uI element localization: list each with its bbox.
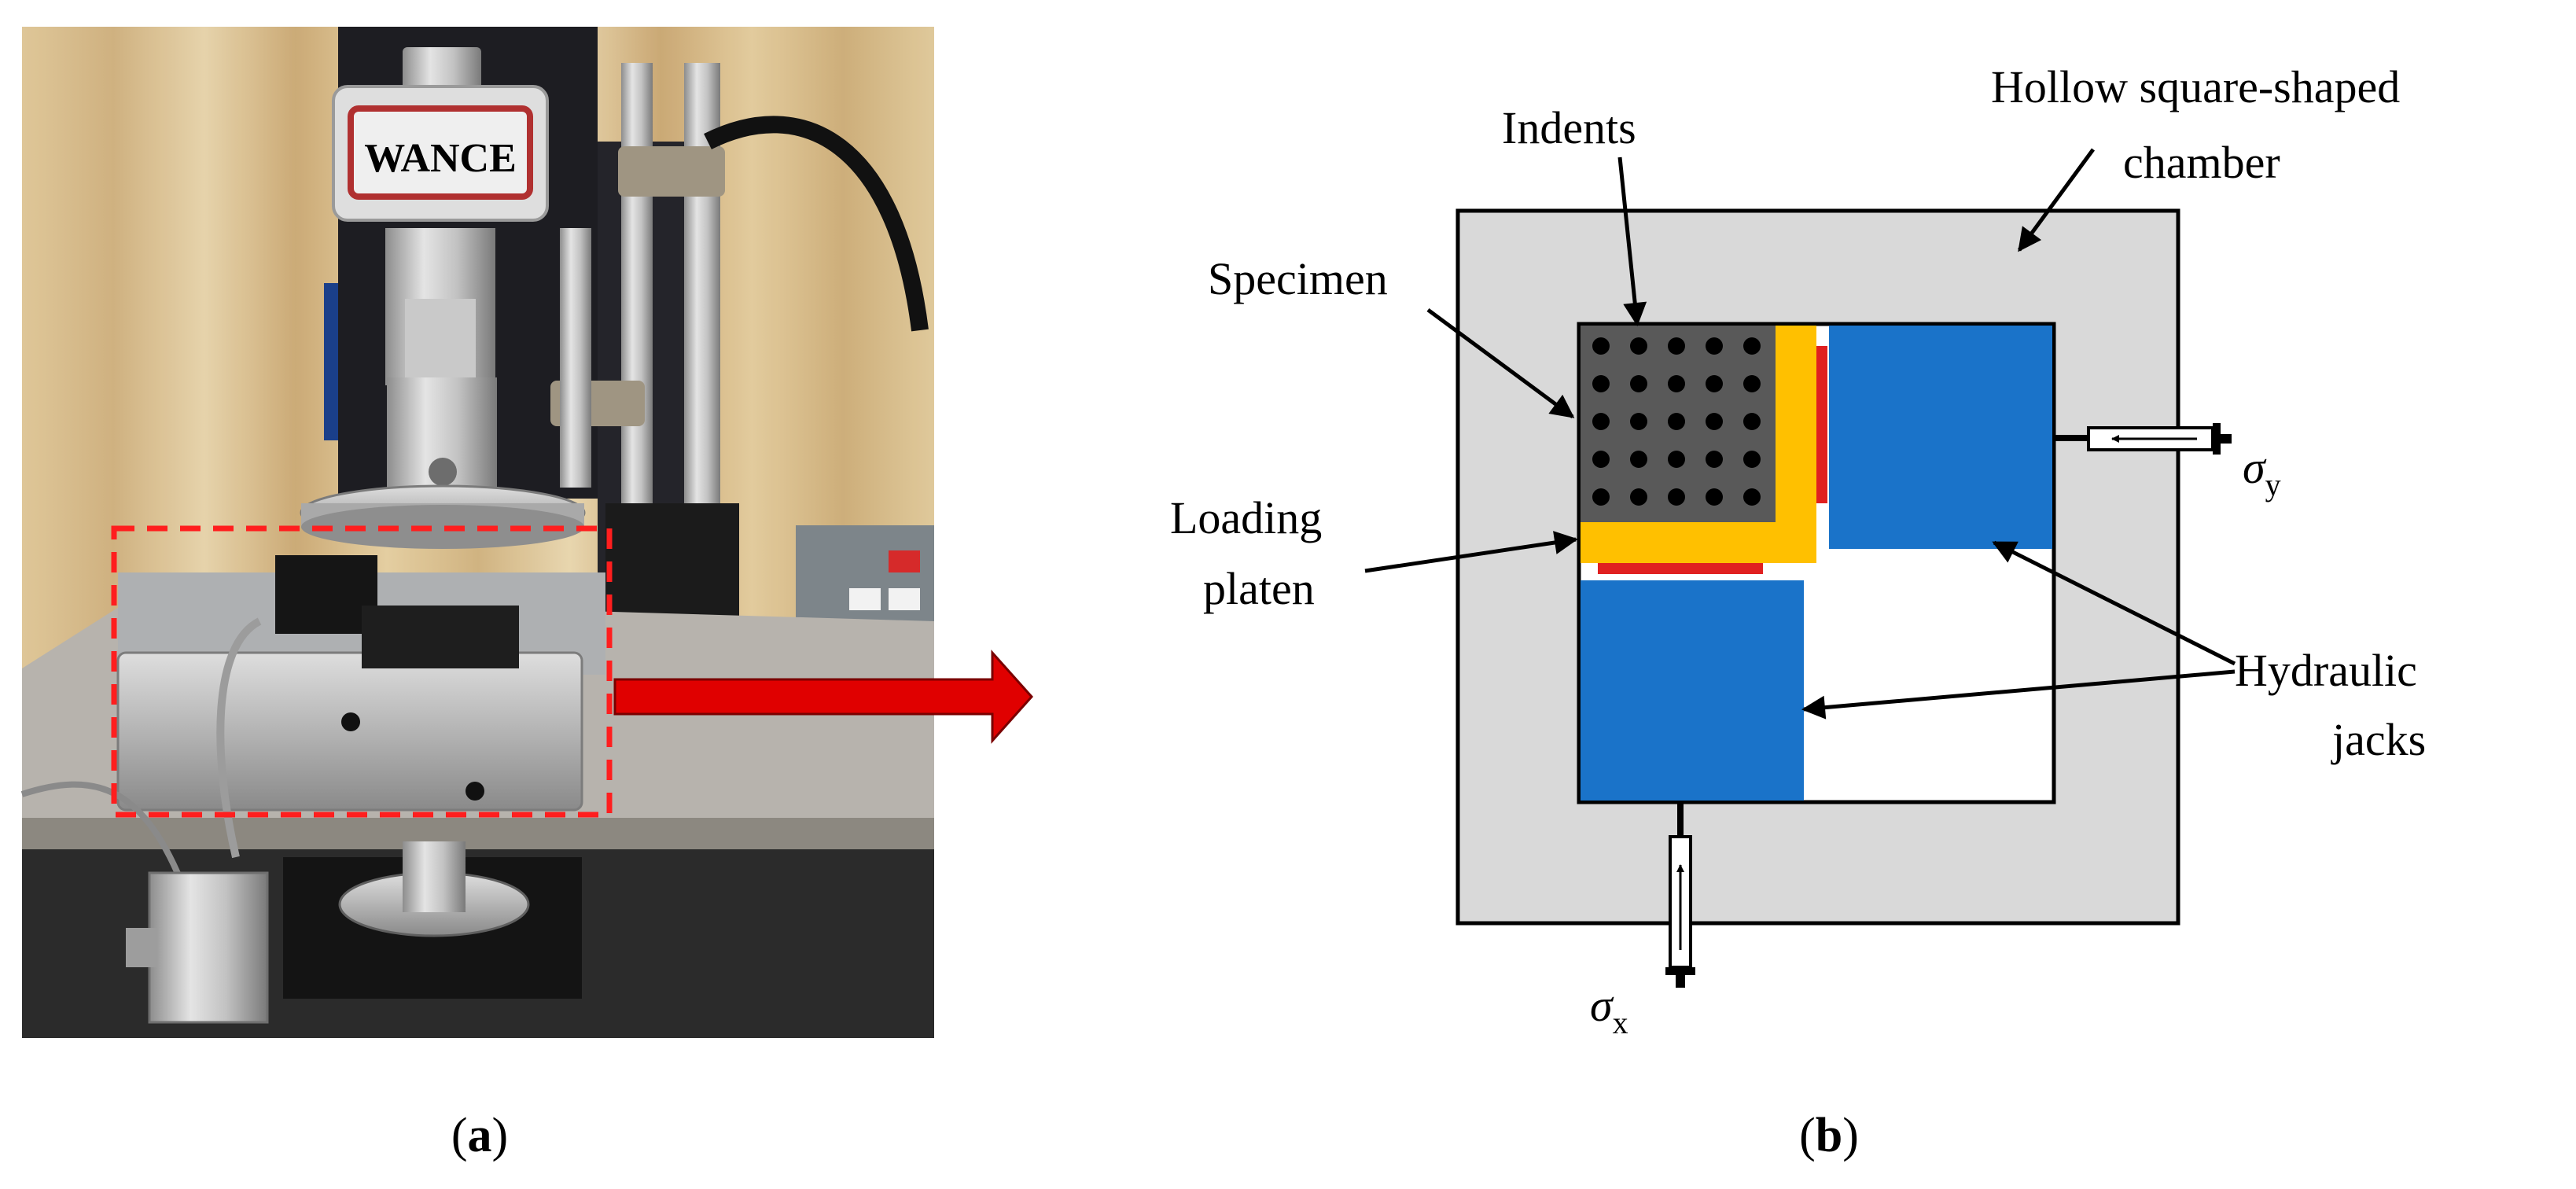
indent-dot (1668, 451, 1685, 468)
indent-dot (1706, 488, 1723, 506)
indent-dot (1630, 451, 1647, 468)
indent-dot (1592, 451, 1610, 468)
indent-dot (1706, 337, 1723, 355)
brand-plate-inner (348, 105, 533, 200)
label-sigma-y: σy (2243, 442, 2281, 502)
indent-dot (1630, 337, 1647, 355)
pressure-fitting-nut (126, 928, 157, 967)
label-loading-line1: Loading (1170, 492, 1322, 543)
rod-clamp-top (618, 146, 725, 197)
caption-b-letter: b (1816, 1109, 1842, 1162)
panel-a-photo: WANCE (20, 27, 934, 1038)
indent-dot (1743, 413, 1761, 430)
sigma-x-stem (1677, 802, 1684, 837)
lower-column (403, 841, 466, 912)
indent-dot (1630, 375, 1647, 392)
sigma-y-stem (2054, 435, 2088, 441)
indent-dot (1743, 451, 1761, 468)
label-chamber-line1: Hollow square-shaped (1991, 61, 2400, 112)
caption-a: (a) (451, 1109, 508, 1162)
transfer-arrow-red (613, 650, 1034, 744)
label-specimen: Specimen (1208, 253, 1388, 304)
indent-dot (1592, 488, 1610, 506)
label-indents: Indents (1502, 102, 1636, 153)
specimen-leader (1426, 307, 1575, 419)
indent-dot (1743, 337, 1761, 355)
caption-a-letter: a (468, 1109, 492, 1162)
sigma-x-tip (1676, 975, 1685, 988)
ram-neck (405, 299, 476, 385)
indent-dot (1743, 488, 1761, 506)
indents-leader (1617, 156, 1647, 326)
sigma-x-port (1665, 802, 1695, 988)
indent-dot (1592, 375, 1610, 392)
specimen-holder-black (275, 555, 377, 634)
indent-dot (1630, 488, 1647, 506)
indent-dot (1630, 413, 1647, 430)
loading-platen-right (1776, 326, 1816, 522)
loading-platen-leader (1364, 531, 1578, 573)
indent-dot (1668, 337, 1685, 355)
indent-dot (1743, 375, 1761, 392)
sensor-rod (560, 228, 591, 488)
ram-bolt (429, 458, 457, 486)
control-key-red (889, 550, 920, 572)
indent-dot (1706, 413, 1723, 430)
chamber-leader (2017, 148, 2096, 252)
contact-strip-horizontal (1598, 563, 1763, 574)
label-chamber-line2: chamber (2123, 137, 2280, 188)
indent-dot (1668, 375, 1685, 392)
indent-dot (1706, 451, 1723, 468)
specimen-plate-black (362, 606, 519, 668)
label-loading-line2: platen (1203, 563, 1315, 614)
highlight-dashed-box (111, 525, 613, 818)
apparatus-bolt-1 (341, 712, 360, 731)
load-cell-top (403, 47, 481, 94)
panel-b-schematic: Indents Hollow square-shaped chamber Spe… (1170, 61, 2426, 1040)
contact-strip-vertical (1816, 346, 1827, 503)
specimen-indents (1592, 337, 1761, 506)
indent-dot (1668, 413, 1685, 430)
sigma-y-tip (2221, 434, 2232, 444)
indent-dot (1592, 337, 1610, 355)
sigma-y-subscript: y (2265, 467, 2281, 502)
apparatus-box (116, 651, 583, 812)
sigma-y-cap (2213, 423, 2221, 455)
indent-dot (1668, 488, 1685, 506)
guide-rod-1 (621, 63, 653, 550)
label-sigma-x: σx (1590, 980, 1628, 1040)
table-edge (22, 818, 934, 849)
indent-dot (1706, 375, 1723, 392)
label-hydraulic-line2: jacks (2331, 714, 2426, 765)
hydraulic-leader-upper (1992, 540, 2236, 666)
cable-blue (324, 283, 338, 440)
sigma-y-port (2054, 423, 2232, 455)
loading-platen-bottom (1581, 522, 1816, 563)
apparatus-bolt-2 (466, 782, 484, 801)
caption-b: (b) (1799, 1109, 1859, 1162)
disc-bottom (301, 505, 584, 549)
label-hydraulic-line1: Hydraulic (2235, 645, 2417, 696)
hydraulic-jack-upper (1829, 326, 2052, 549)
brand-logo: WANCE (364, 136, 517, 181)
black-cable (704, 116, 929, 332)
pressure-fitting-block (148, 871, 269, 1024)
indent-dot (1592, 413, 1610, 430)
control-key-1 (849, 588, 881, 610)
sigma-y-symbol: σ (2243, 442, 2267, 493)
sigma-x-cap (1665, 967, 1695, 975)
hydraulic-leader-lower (1801, 669, 2236, 720)
hydraulic-jack-lower (1581, 580, 1804, 801)
sigma-x-subscript: x (1613, 1005, 1628, 1040)
control-key-2 (889, 588, 920, 610)
sigma-x-symbol: σ (1590, 980, 1614, 1031)
